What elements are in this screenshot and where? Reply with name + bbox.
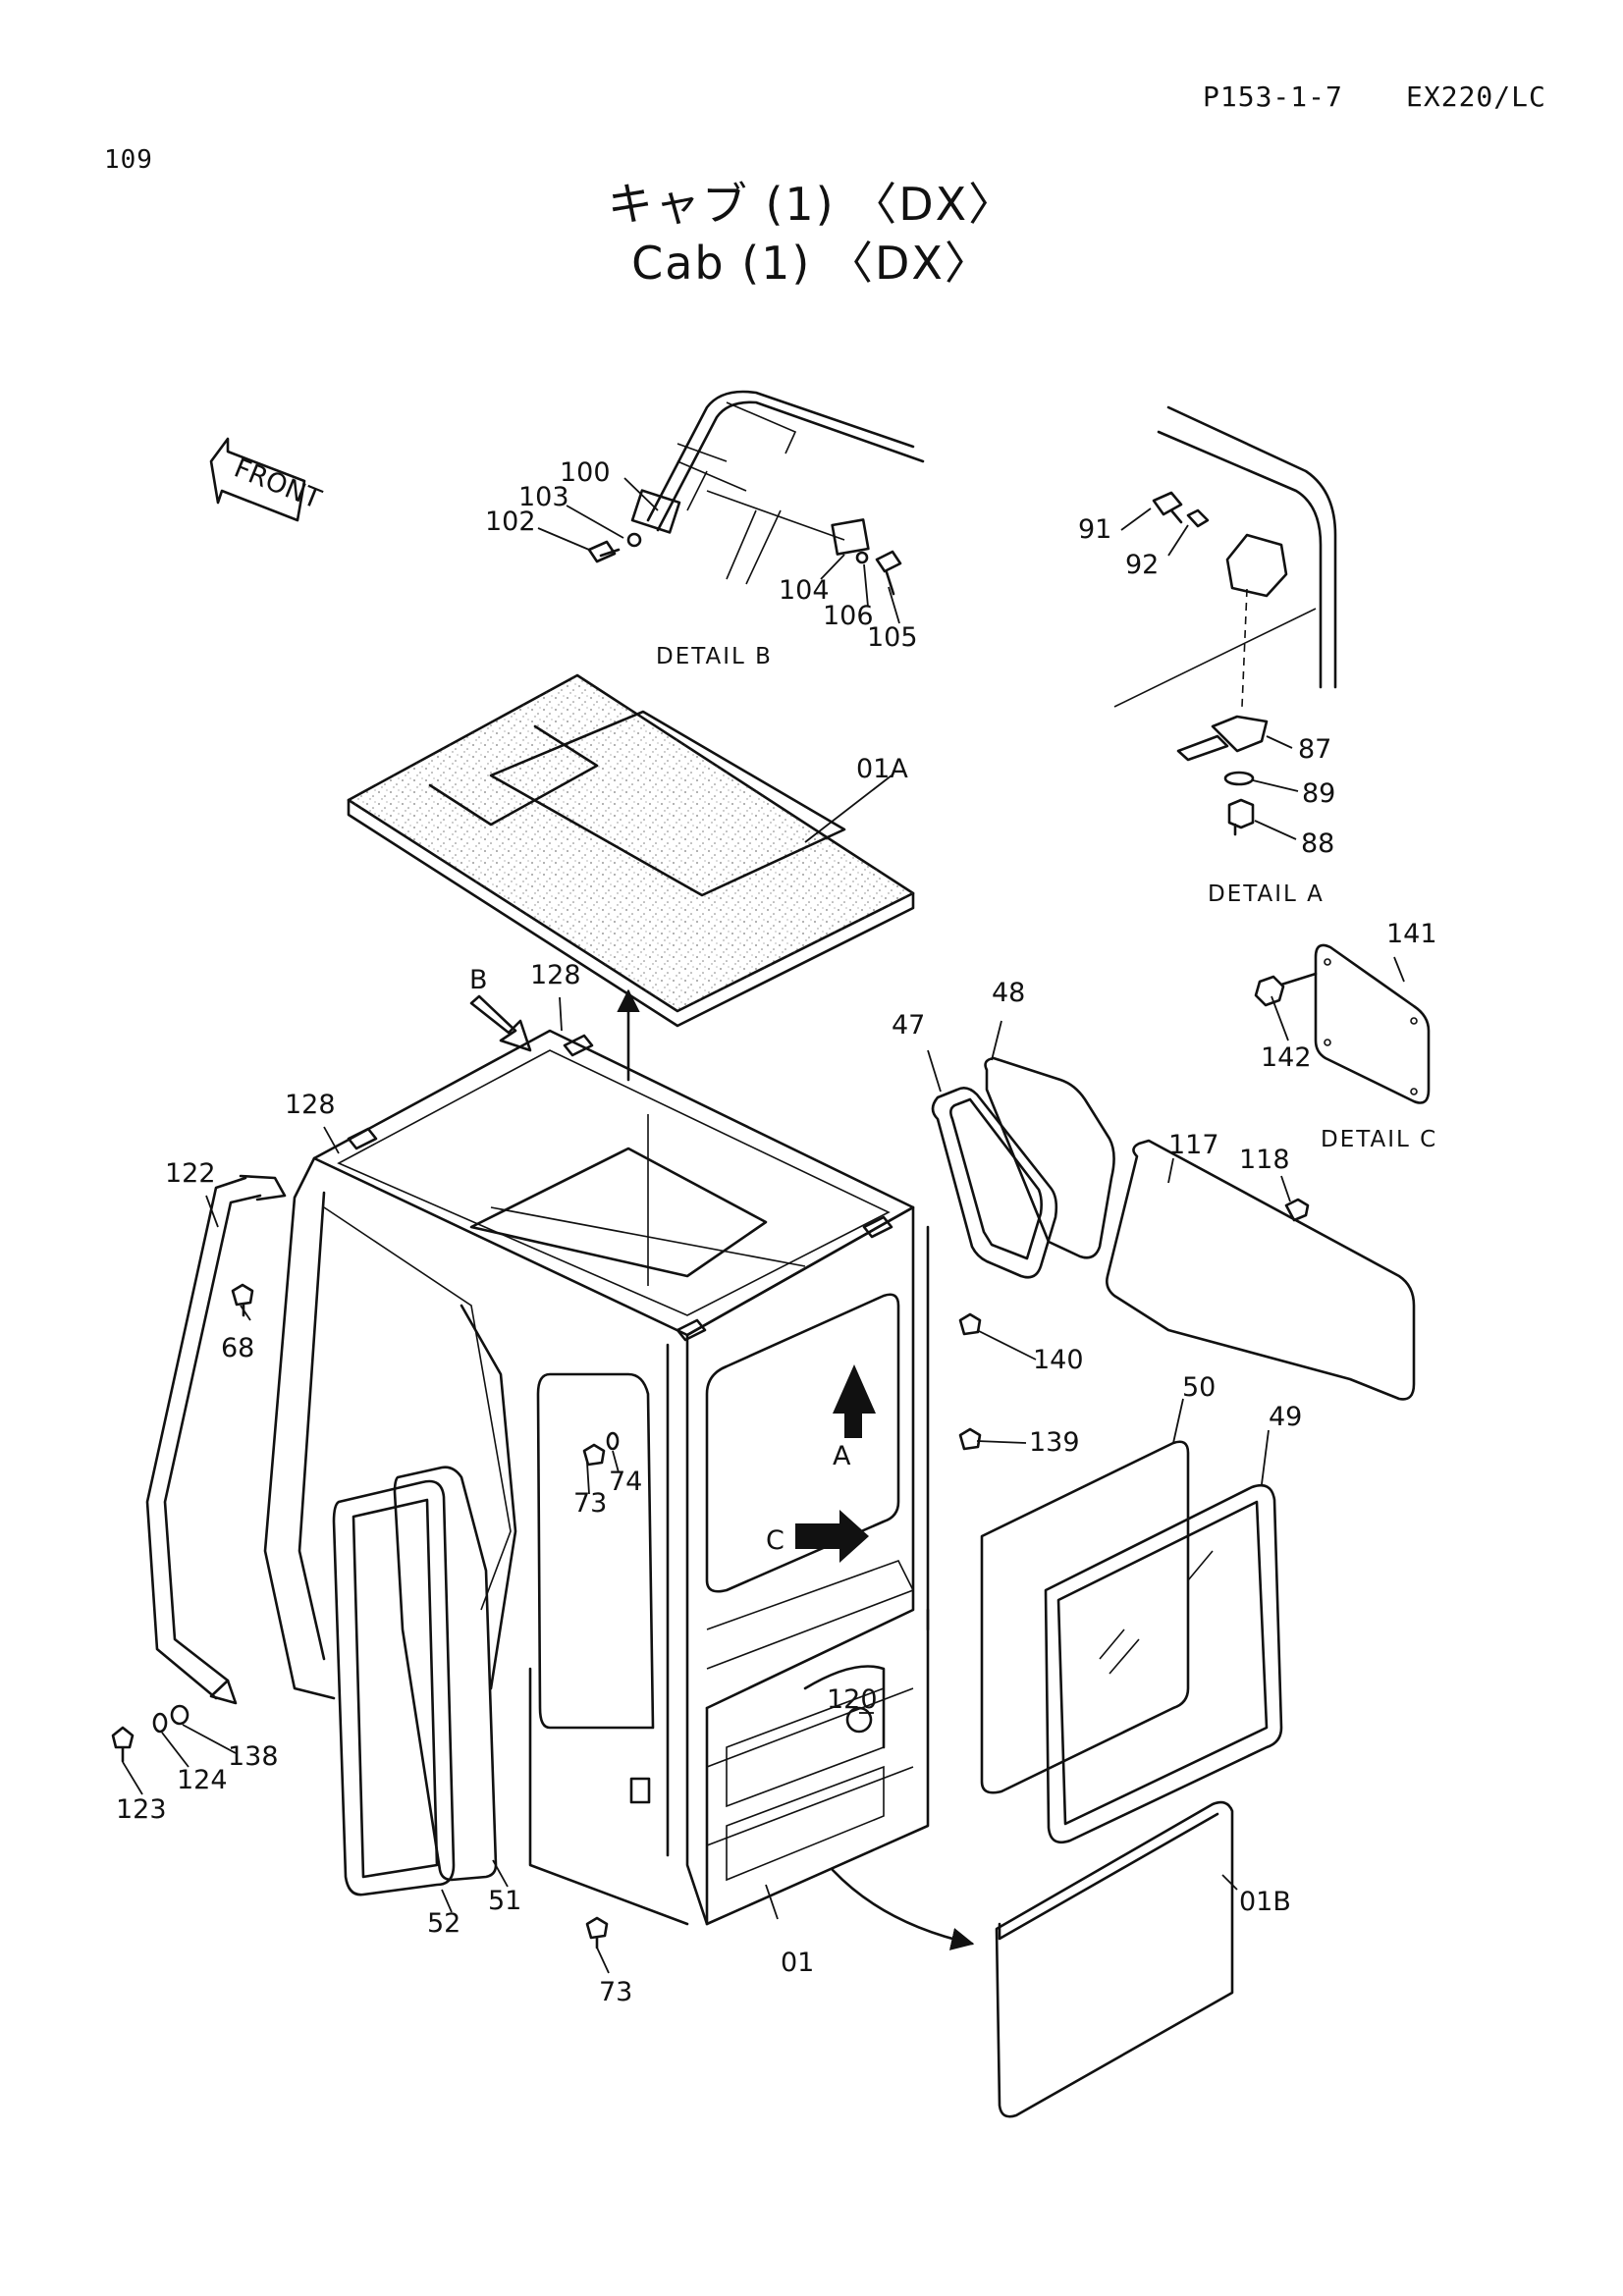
window-47-48 [931,1056,1115,1279]
label-part-139: 139 [1029,1427,1080,1458]
label-part-128-left: 128 [285,1090,336,1120]
label-part-120: 120 [827,1684,878,1715]
label-part-124: 124 [177,1765,228,1795]
title-english: Cab (1) 〈DX〉 [631,237,992,290]
detail-c-drawing [1254,943,1431,1104]
window-49-50 [980,1440,1283,1844]
label-part-01a: 01A [856,754,908,784]
label-part-48: 48 [992,978,1025,1008]
label-part-01: 01 [781,1948,814,1978]
label-part-87: 87 [1298,734,1331,765]
label-part-128-top: 128 [530,960,581,990]
view-arrow-c-icon [795,1510,869,1563]
label-part-100: 100 [560,457,611,488]
model-code: EX220/LC [1406,80,1546,113]
handrail-122 [111,1174,287,1763]
label-part-106: 106 [823,601,874,631]
label-part-01b: 01B [1239,1887,1291,1917]
label-part-73-lower: 73 [599,1977,632,2007]
label-part-123: 123 [116,1794,167,1825]
front-tag-label: FRONT [230,454,326,515]
roof-panel-01a [347,673,915,1028]
label-part-91: 91 [1078,514,1111,545]
window-117 [1106,1139,1416,1401]
label-part-105: 105 [867,622,918,653]
page-number: 109 [104,145,153,175]
label-part-89: 89 [1302,778,1335,809]
label-part-141: 141 [1386,919,1437,949]
label-part-52: 52 [427,1908,460,1939]
part-code: P153-1-7 [1203,80,1343,113]
front-arrow-icon: FRONT [209,437,326,522]
view-arrow-icon [469,994,532,1052]
view-marker-c: C [766,1525,784,1556]
label-part-140: 140 [1033,1345,1084,1375]
label-part-51: 51 [488,1886,521,1916]
label-part-50: 50 [1182,1372,1216,1403]
view-marker-b: B [469,965,488,995]
label-part-73-upper: 73 [573,1488,607,1519]
detail-a-label: DETAIL A [1208,881,1325,907]
label-part-142: 142 [1261,1042,1312,1073]
title-japanese: キャブ (1) 〈DX〉 [607,178,1016,231]
detail-a-drawing [1113,405,1337,836]
label-part-117: 117 [1168,1130,1219,1160]
label-part-102: 102 [485,507,536,537]
label-part-88: 88 [1301,828,1334,859]
panel-01b [995,1800,1234,2118]
view-arrow-a-icon [833,1364,876,1438]
cab-frame-01 [263,1029,930,1926]
detail-b-drawing [587,390,925,596]
label-part-92: 92 [1125,550,1159,580]
detail-b-label: DETAIL B [656,644,773,669]
label-part-74: 74 [609,1467,642,1497]
view-marker-a: A [833,1441,851,1471]
detail-c-label: DETAIL C [1321,1127,1437,1152]
window-51-52 [332,1466,498,1896]
label-part-118: 118 [1239,1145,1290,1175]
label-part-138: 138 [228,1741,279,1772]
label-part-104: 104 [779,575,830,606]
label-part-122: 122 [165,1158,216,1189]
label-part-49: 49 [1269,1402,1302,1432]
label-part-47: 47 [892,1010,925,1041]
label-part-103: 103 [518,482,569,512]
label-part-68: 68 [221,1333,254,1363]
